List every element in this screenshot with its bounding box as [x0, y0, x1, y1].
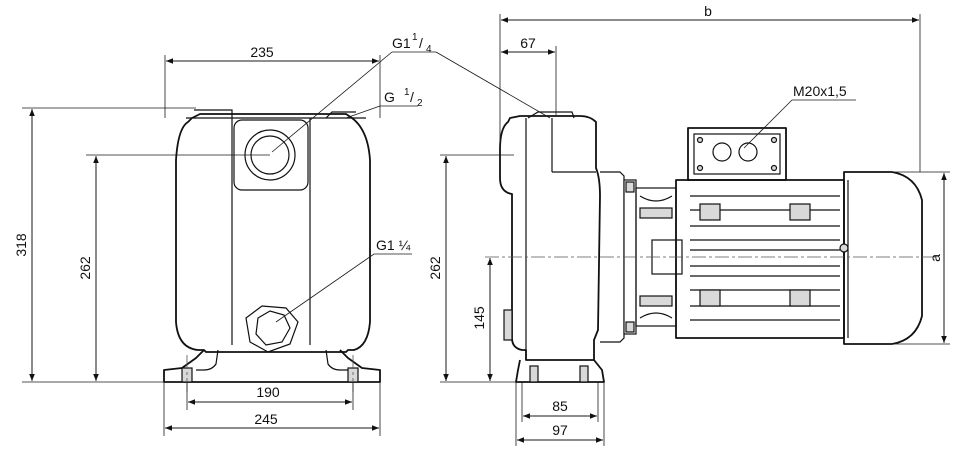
- front-top-lug-left: [194, 109, 233, 118]
- dim-145-label: 145: [471, 306, 487, 330]
- dim-245-label: 245: [254, 411, 278, 427]
- side-adapter-bolt-2: [625, 321, 635, 333]
- dim-97-label: 97: [552, 422, 568, 438]
- side-motor-lug-4: [789, 289, 811, 307]
- leader-g1-quarter-line: [271, 51, 393, 153]
- label-g1-quarter-num: 1: [412, 32, 418, 43]
- dim-a-label: a: [927, 254, 943, 262]
- dim-262-front-label: 262: [77, 256, 93, 280]
- side-motor-lug-2: [789, 203, 811, 221]
- front-foot-right-web: [325, 349, 348, 371]
- front-foot-left: [163, 349, 381, 383]
- label-g-half-main: G: [384, 89, 395, 105]
- front-inlet-hex: [245, 305, 299, 353]
- front-top-lug-right: [325, 111, 356, 119]
- side-foot: [515, 359, 605, 383]
- label-g-half-den: 2: [417, 98, 423, 109]
- dim-262-side-label: 262: [427, 256, 443, 280]
- front-view: 235 318 262 190 245 G1 1 / 4 G 1 / 2: [13, 32, 436, 436]
- label-inlet-thread: G1 ¼: [376, 237, 411, 253]
- side-lantern-windows: [639, 195, 673, 319]
- label-g-half-num: 1: [404, 87, 410, 98]
- leader-g1-quarter-side: [435, 51, 551, 119]
- side-lantern-rib-1: [639, 207, 673, 219]
- dim-85-label: 85: [552, 398, 568, 414]
- dim-b-label: b: [704, 3, 712, 19]
- dim-67-label: 67: [520, 35, 536, 51]
- side-ground-screw: [839, 243, 849, 253]
- side-lid-screw-3: [696, 164, 704, 172]
- side-motor-lug-3: [699, 289, 721, 307]
- side-lantern-rib-2: [639, 295, 673, 307]
- side-lid-screw-1: [696, 136, 704, 144]
- label-g1-quarter-slash: /: [419, 35, 423, 51]
- side-terminal-box: [687, 127, 787, 181]
- side-bolt-left: [529, 365, 539, 383]
- side-drain-plug: [503, 309, 513, 341]
- front-pump-housing: [175, 113, 371, 353]
- leader-inlet-line: [275, 253, 375, 323]
- side-motor-fan-cover: [843, 171, 923, 345]
- label-cable-gland: M20x1,5: [793, 83, 847, 99]
- dim-235-label: 235: [250, 44, 274, 60]
- front-inlet-plug: [255, 310, 291, 346]
- label-g1-quarter-main: G1: [392, 35, 411, 51]
- side-gland-1: [712, 142, 732, 162]
- side-view: b 67 M20x1,5 a 262 145 85 97: [427, 3, 950, 446]
- side-bolt-right: [579, 365, 589, 383]
- label-g1-quarter-den: 4: [426, 44, 432, 55]
- dim-190-label: 190: [256, 384, 280, 400]
- side-lid-screw-4: [770, 164, 778, 172]
- side-lid-screw-2: [770, 136, 778, 144]
- leader-g-half-line: [345, 105, 381, 119]
- side-adapter-bolt-1: [625, 181, 635, 193]
- side-outlet-neck: [527, 111, 575, 119]
- side-terminal-lid: [693, 133, 781, 175]
- side-motor-lug-1: [699, 203, 721, 221]
- front-foot-left-web: [196, 349, 219, 371]
- leader-m20-line: [743, 99, 793, 149]
- side-pump-housing: [499, 115, 601, 361]
- side-gland-2: [738, 142, 758, 162]
- label-g-half-slash: /: [410, 89, 414, 105]
- dim-318-label: 318: [13, 233, 29, 257]
